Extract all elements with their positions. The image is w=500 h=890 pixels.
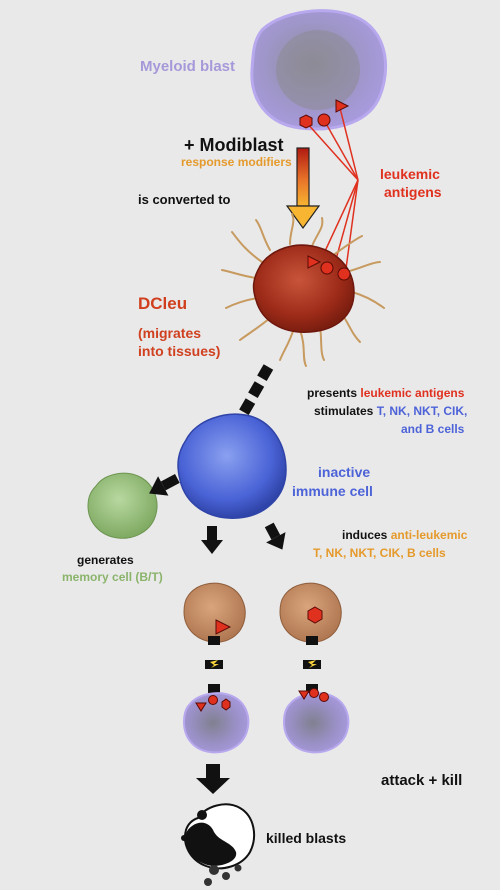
inactive-immune-cell [177,413,287,519]
stimulates-highlight: T, NK, NKT, CIK, [376,404,468,418]
presents-prefix: presents [307,386,361,400]
induces-highlight: anti-leukemic [390,528,468,542]
kill-arrow [196,764,230,794]
synapse-left [205,636,223,693]
blast-antigens [299,99,350,129]
memory-cell [87,472,158,539]
leukemic-antigens-label-2: antigens [384,184,442,200]
response-modifiers-label: response modifiers [181,155,292,169]
memory-cell-label: memory cell (B/T) [62,570,163,584]
synapse-right [303,636,321,693]
presents-label: presents leukemic antigens [307,384,464,403]
induces-cells-label: T, NK, NKT, CIK, B cells [313,546,446,560]
target-blast-left [182,692,250,754]
immune-cell-arrows [149,474,286,554]
presents-highlight: leukemic antigens [360,386,465,400]
killed-blasts-label: killed blasts [266,830,347,846]
induces-prefix: induces [342,528,391,542]
migrates-label-2: into tissues) [138,343,221,359]
attack-kill-label: attack + kill [381,772,463,789]
b-cells-label: and B cells [401,422,465,436]
generates-label: generates [77,553,134,567]
migration-dashes [239,364,274,416]
antigen-connector-lines [305,107,359,277]
target-blast-right [282,688,350,754]
killed-blast-cell [181,803,256,886]
stimulates-label: stimulates T, NK, NKT, CIK, [314,402,467,421]
dcleu-cell [221,213,385,367]
myeloid-blast-cell [250,9,388,131]
effector-cell-right [279,582,342,643]
myeloid-blast-label: Myeloid blast [140,58,236,75]
dcleu-label: DCleu [138,294,188,313]
inactive-immune-label-2: immune cell [292,483,373,499]
stimulates-prefix: stimulates [314,404,377,418]
leukemic-antigens-label-1: leukemic [380,166,440,182]
migrates-label-1: (migrates [138,325,202,341]
converted-label: is converted to [138,192,231,207]
inactive-immune-label-1: inactive [318,464,371,480]
effector-cell-left [183,582,246,643]
conversion-arrow [285,147,321,230]
induces-label: induces anti-leukemic [342,526,467,545]
modiblast-label: + Modiblast [184,135,284,155]
